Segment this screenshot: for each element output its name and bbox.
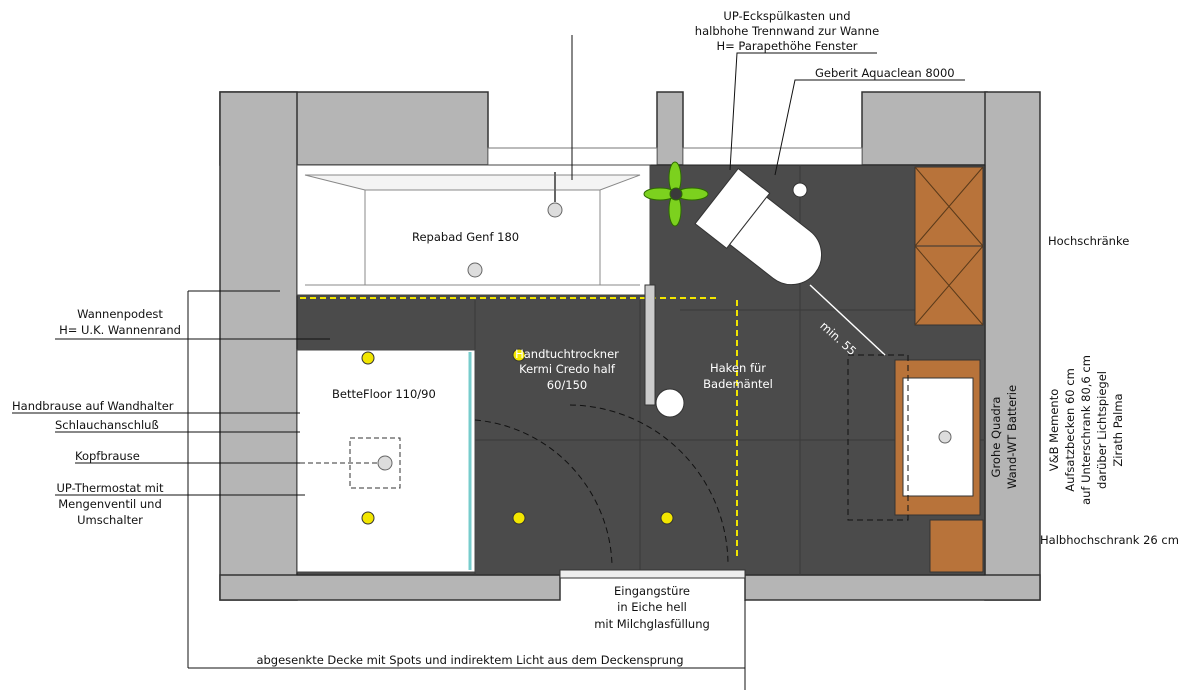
label-handbrause: Handbrause auf Wandhalter xyxy=(12,399,174,413)
leader-lines xyxy=(12,35,965,690)
annotations: UP-Eckspülkasten und halbhohe Trennwand … xyxy=(12,9,1179,667)
tall-cabinets xyxy=(914,166,984,326)
toilet-paper-holder xyxy=(792,182,808,198)
label-repabad: Repabad Genf 180 xyxy=(412,230,519,244)
entrance-door-swing xyxy=(569,404,729,566)
label-spuelkasten-1: UP-Eckspülkasten und xyxy=(723,9,850,23)
label-hochschraenke: Hochschränke xyxy=(1048,234,1129,248)
label-vb-3: auf Unterschrank 80,6 cm xyxy=(1079,355,1093,505)
label-haken-1: Haken für xyxy=(710,361,766,375)
label-decke: abgesenkte Decke mit Spots und indirekte… xyxy=(256,653,683,667)
label-tuer-1: Eingangstüre xyxy=(614,584,690,598)
label-wannenpodest-1: Wannenpodest xyxy=(77,307,163,321)
walls xyxy=(219,91,1041,601)
vanity xyxy=(847,354,984,573)
clearance-line xyxy=(809,284,886,356)
label-thermostat-2: Mengenventil und xyxy=(58,497,162,511)
label-haken-2: Bademäntel xyxy=(703,377,773,391)
label-grohe-1: Grohe Quadra xyxy=(989,397,1003,478)
label-vb-5: Zirath Palma xyxy=(1111,393,1125,466)
label-kopfbrause: Kopfbrause xyxy=(75,449,140,463)
label-halbhoch: Halbhochschrank 26 cm xyxy=(1040,533,1179,547)
label-schlauch: Schlauchanschluß xyxy=(55,418,159,432)
entrance-door[interactable] xyxy=(559,569,746,579)
label-wannenpodest-2: H= U.K. Wannenrand xyxy=(59,323,181,337)
label-tuer-3: mit Milchglasfüllung xyxy=(594,617,710,631)
label-grohe-2: Wand-WT Batterie xyxy=(1005,385,1019,489)
label-vb-1: V&B Memento xyxy=(1047,389,1061,472)
shower-tray: BetteFloor 110/90 xyxy=(296,349,476,573)
label-bettefloor: BetteFloor 110/90 xyxy=(332,387,436,401)
label-vb-4: darüber Lichtspiegel xyxy=(1095,371,1109,489)
label-spuelkasten-2: halbhohe Trennwand zur Wanne xyxy=(695,24,879,38)
towel-warmer xyxy=(644,284,685,418)
label-handtuch-1: Handtuchtrockner xyxy=(515,347,619,361)
label-vb-2: Aufsatzbecken 60 cm xyxy=(1063,368,1077,492)
label-handtuch-2: Kermi Credo half xyxy=(519,362,616,376)
label-tuer-2: in Eiche hell xyxy=(617,600,687,614)
label-spuelkasten-3: H= Parapethöhe Fenster xyxy=(716,39,857,53)
half-height-cabinet xyxy=(929,519,984,573)
plant-icon xyxy=(643,161,709,227)
bathtub: Repabad Genf 180 xyxy=(296,164,651,296)
label-geberit: Geberit Aquaclean 8000 xyxy=(815,66,955,80)
label-thermostat-1: UP-Thermostat mit xyxy=(57,481,164,495)
label-handtuch-3: 60/150 xyxy=(547,378,587,392)
ceiling-spots xyxy=(361,348,674,525)
toilet xyxy=(694,167,823,286)
label-thermostat-3: Umschalter xyxy=(77,513,143,527)
